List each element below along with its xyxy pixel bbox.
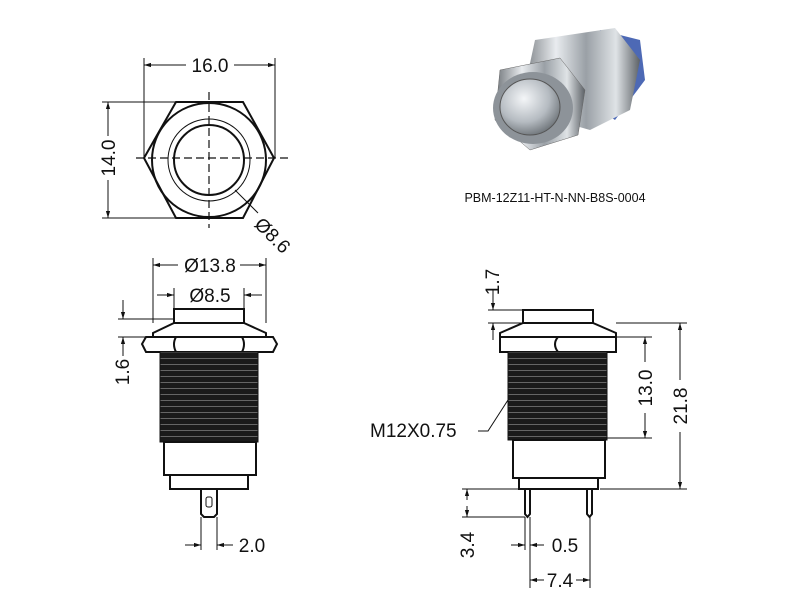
leader-line	[234, 189, 259, 214]
thread	[507, 351, 608, 441]
terminal-pin-left	[524, 489, 531, 519]
cap-height-dimension: 1.7	[483, 269, 504, 295]
bezel-diameter-dimension: Ø13.8	[184, 256, 236, 277]
thread	[159, 351, 259, 443]
base	[169, 474, 249, 490]
top-view: 16.0 14.0 Ø8.6	[99, 56, 294, 258]
button-cap	[522, 309, 594, 324]
side-view-right: 1.7 13.0 21.8 M12X0.75 3.4 0.5 7.4	[370, 269, 692, 592]
base	[518, 477, 599, 490]
height-dimension: 14.0	[99, 140, 120, 177]
bezel-height-dimension: 1.6	[113, 359, 134, 385]
pin-spacing-dimension: 7.4	[547, 571, 574, 592]
part-number-caption: PBM-12Z11-HT-N-NN-B8S-0004	[464, 191, 645, 205]
thread-leader	[478, 399, 509, 432]
thread-spec-label: M12X0.75	[370, 421, 457, 442]
hex-nut	[140, 336, 279, 353]
pin-length-dimension: 3.4	[458, 531, 479, 558]
terminal-pin	[200, 489, 218, 518]
cap-diameter-dimension: Ø8.5	[189, 286, 230, 307]
button-diameter-dimension: Ø8.6	[250, 214, 294, 258]
width-dimension: 16.0	[192, 56, 229, 77]
side-view-left: Ø13.8 Ø8.5 1.6 2.0	[113, 256, 279, 557]
product-photo: PBM-12Z11-HT-N-NN-B8S-0004	[464, 28, 646, 205]
terminal-pin-right	[586, 489, 593, 519]
photo-button	[499, 78, 561, 136]
pin-thickness-dimension: 0.5	[552, 536, 578, 557]
body	[512, 439, 606, 479]
button-cap	[173, 308, 245, 324]
thread-length-dimension: 13.0	[636, 370, 657, 407]
bezel	[152, 322, 267, 338]
body	[163, 441, 257, 476]
hex-nut	[499, 336, 617, 353]
pin-hole	[205, 496, 213, 508]
bezel	[499, 322, 617, 338]
pin-width-dimension: 2.0	[239, 536, 265, 557]
total-length-dimension: 21.8	[671, 388, 692, 425]
